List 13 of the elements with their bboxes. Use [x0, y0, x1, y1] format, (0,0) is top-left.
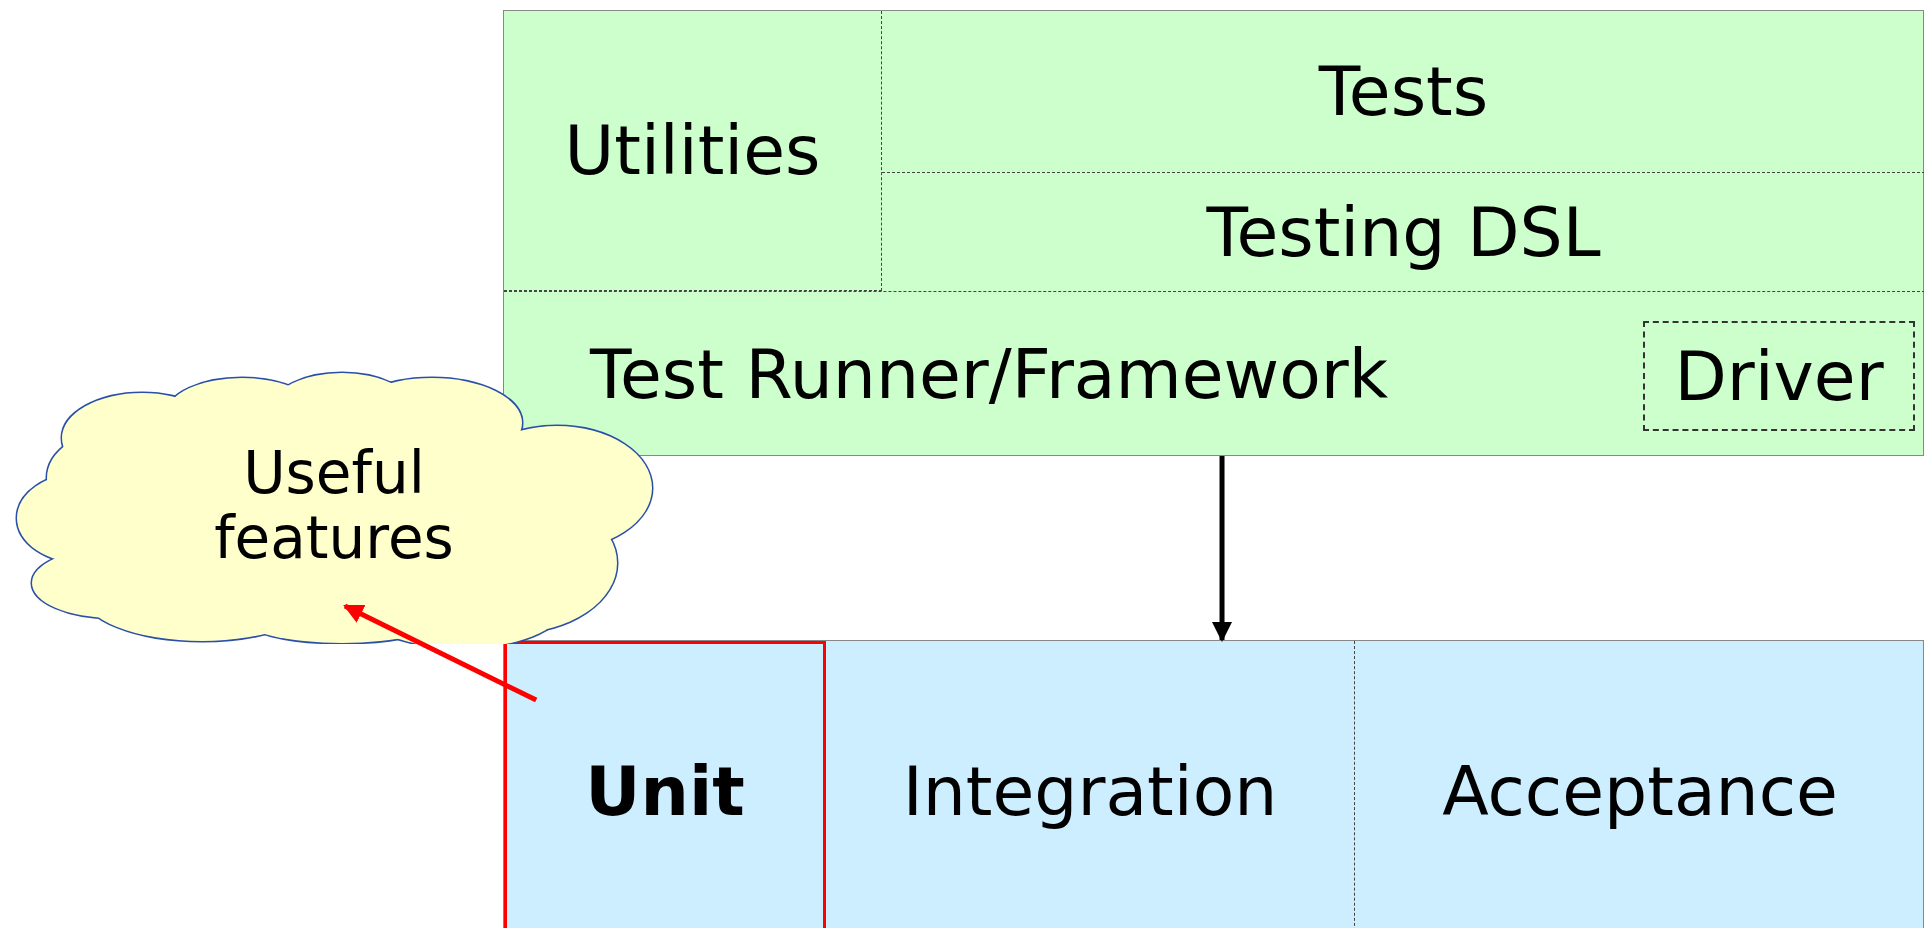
- layer-cell: Integration: [826, 641, 1355, 928]
- layer-cell: Unit: [504, 641, 826, 928]
- layer-cell: Tests: [882, 11, 1924, 173]
- arrow: [343, 603, 538, 703]
- layer-panel: [503, 10, 1924, 456]
- layer-cell: Acceptance: [1355, 641, 1924, 928]
- layer-panel: [503, 640, 1924, 928]
- layer-cell: Driver: [1643, 321, 1915, 431]
- layer-cell: Utilities: [504, 11, 882, 291]
- layer-label: Test Runner/Framework: [590, 335, 1389, 414]
- layer-cell: Testing DSL: [882, 173, 1924, 291]
- cloud-label: Useful features: [213, 441, 455, 571]
- arrow: [1212, 456, 1233, 642]
